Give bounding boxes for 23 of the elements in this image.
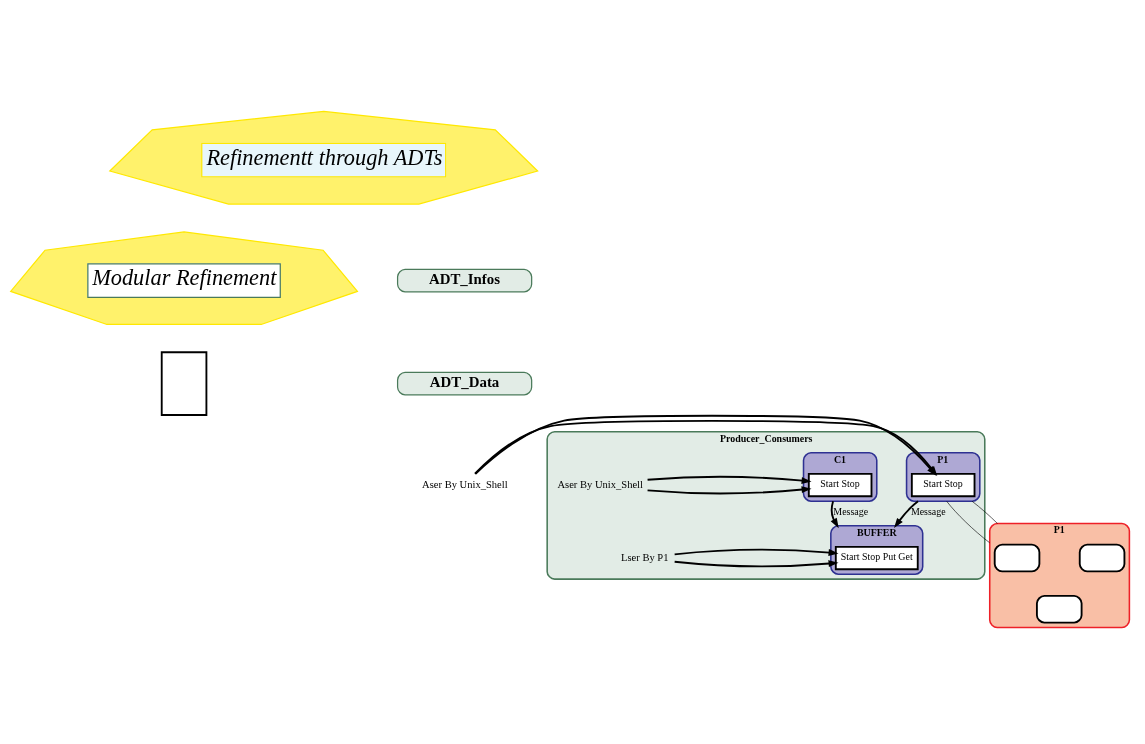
node-box: ADT_Infos [396,268,533,293]
arrow [894,500,919,529]
connector [946,500,991,544]
edge-label: Message [833,506,869,518]
node-text: Lser By P1 [621,551,669,563]
node-box [993,543,1041,573]
edge-label: Message [910,506,946,518]
arrow [673,560,839,568]
node-box: Start Stop [807,473,873,498]
arrow [646,475,812,485]
arrow [673,548,839,556]
arrow [830,500,839,529]
node-box: ADT_Data [396,371,533,396]
node-box [1078,543,1126,573]
arrow [646,486,812,495]
connector [971,500,998,524]
node-box [1036,594,1083,624]
node-box [160,351,208,416]
node-box: Start Stop Put Get [834,545,919,571]
node-box: Start Stop [910,473,976,498]
node-text: Aser By Unix_Shell [422,478,508,490]
node-text: Aser By Unix_Shell [557,478,643,490]
cluster: P1 [988,522,1131,629]
